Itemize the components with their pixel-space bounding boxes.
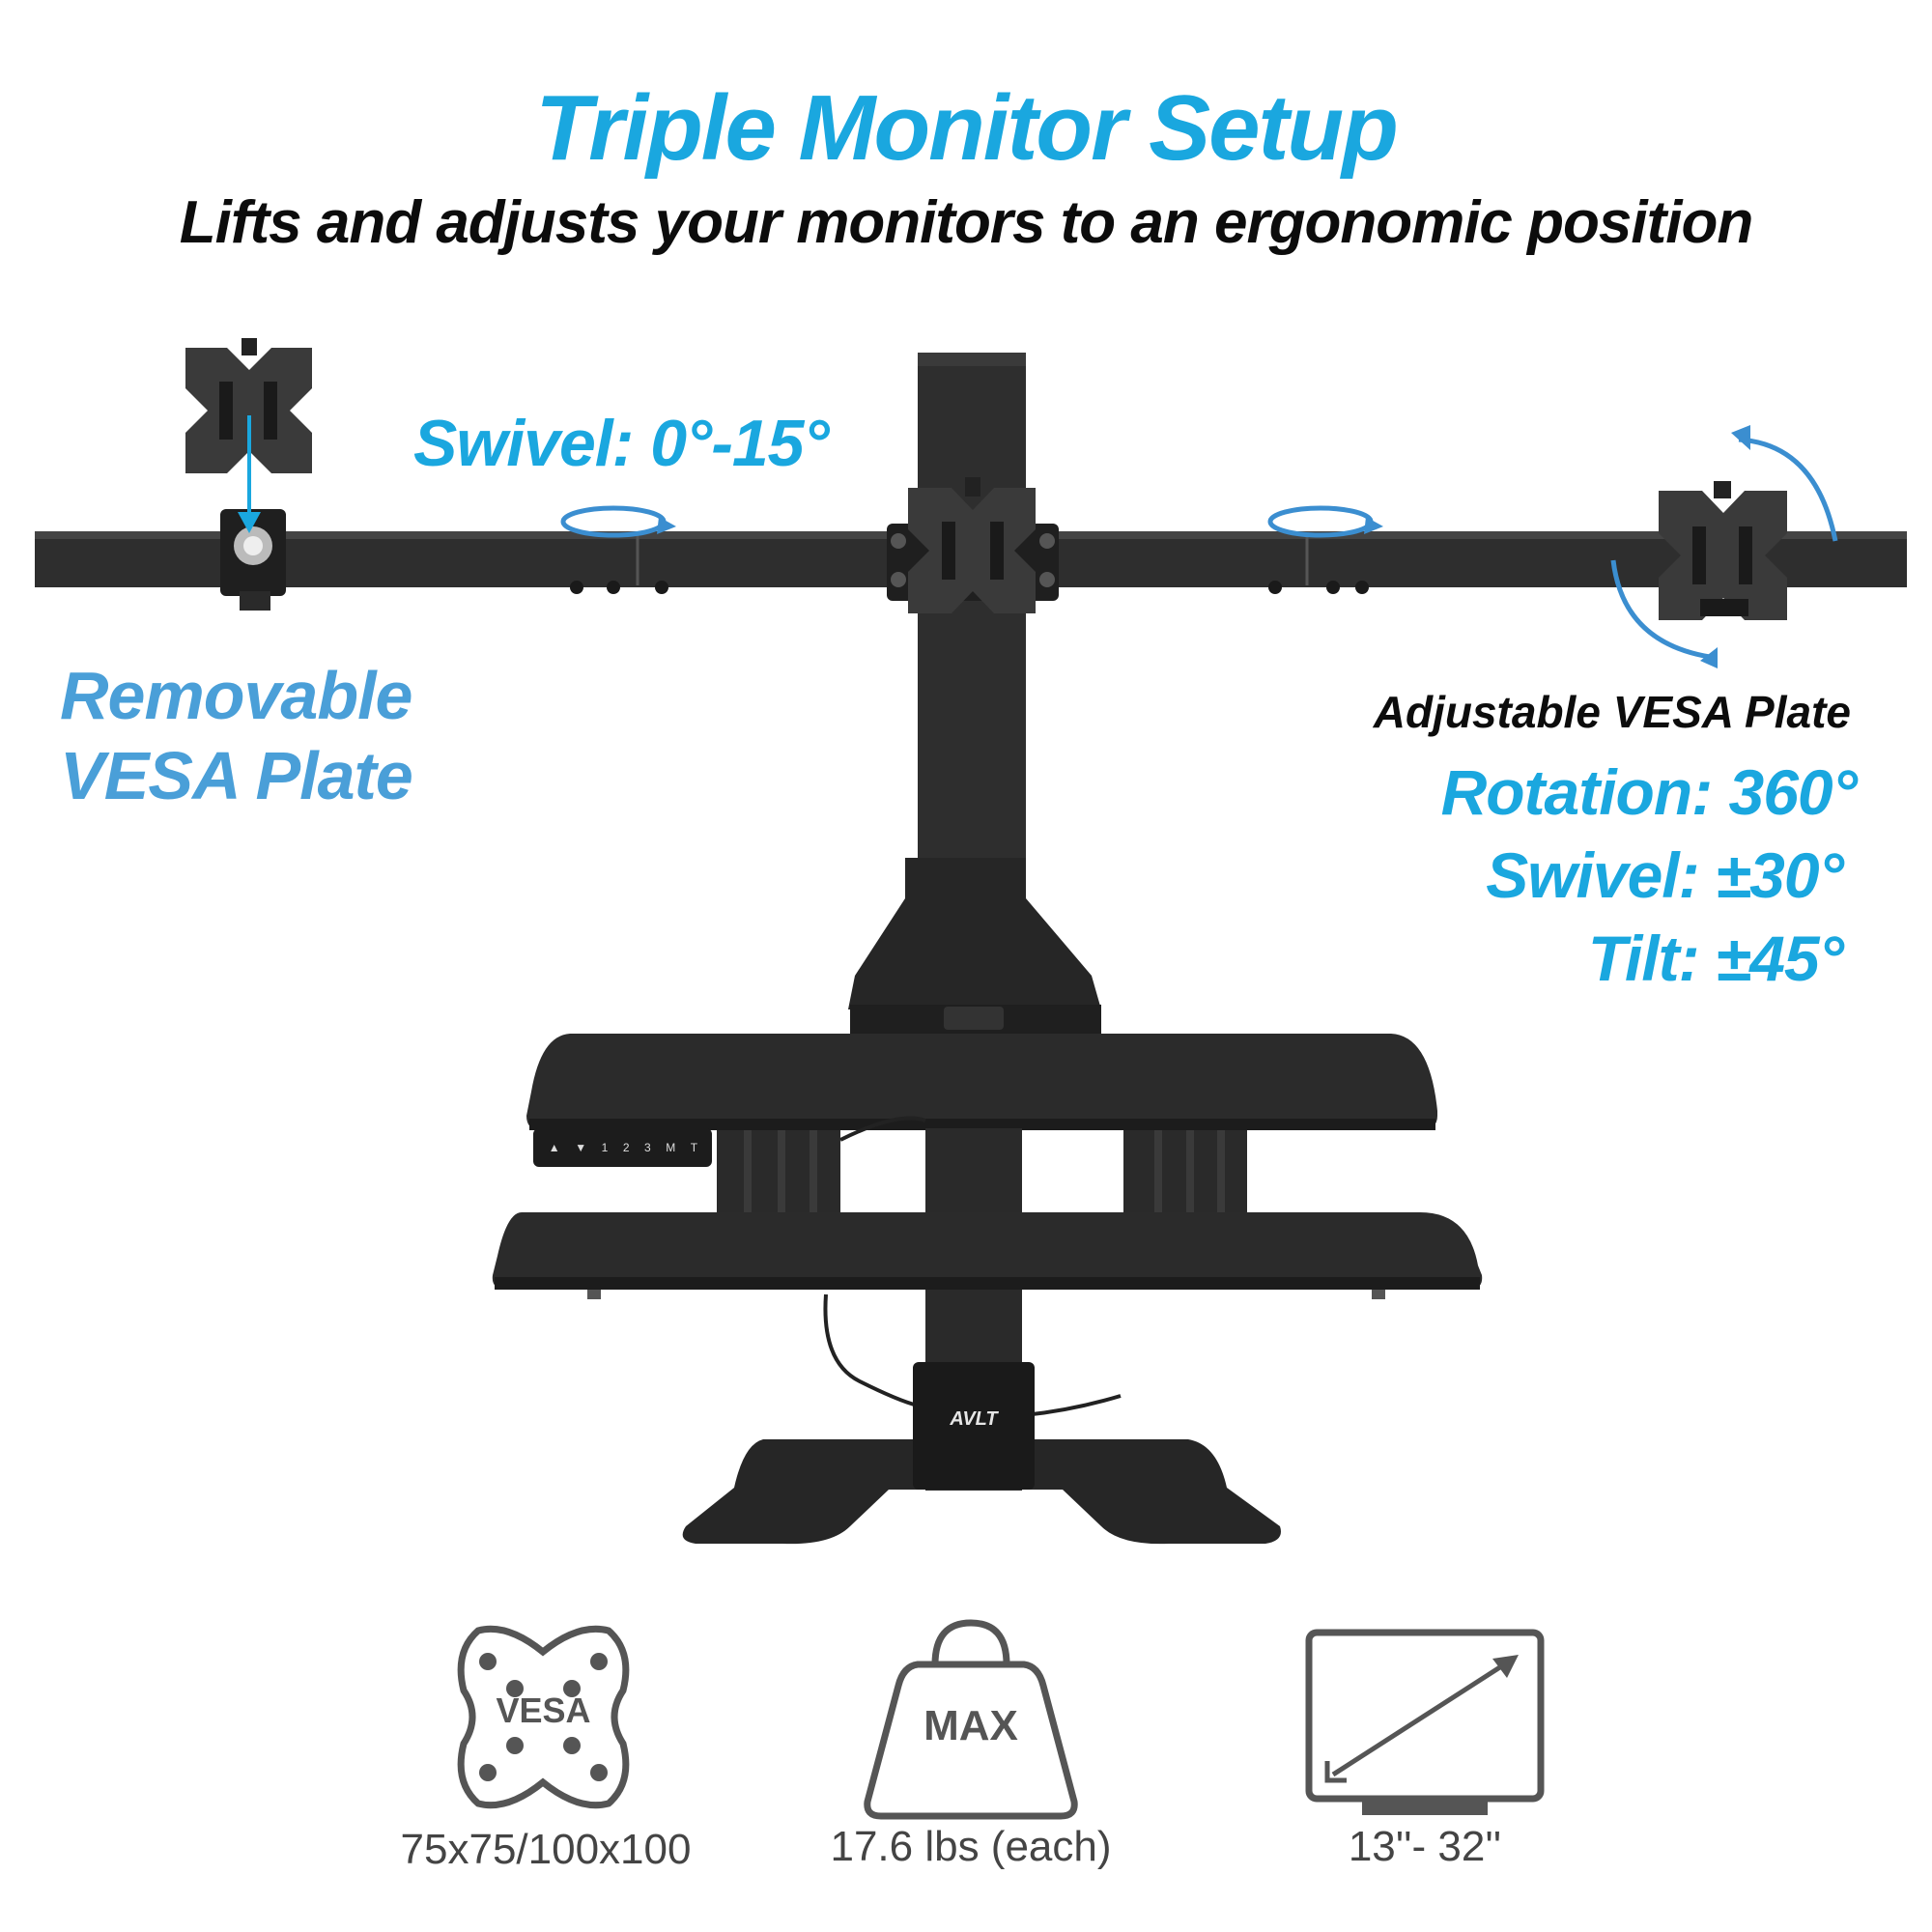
arm-swivel-label: Swivel: 0°-15° (413, 407, 830, 480)
keypad-memory-button[interactable]: M (666, 1141, 676, 1154)
weight-icon-text: MAX (923, 1702, 1018, 1749)
rotation-label: Rotation: 360° (1440, 756, 1858, 828)
swivel-label: Swivel: ±30° (1486, 839, 1844, 911)
keypad-down-button[interactable]: ▼ (575, 1141, 587, 1154)
left-clamp (220, 509, 286, 611)
vesa-icon-text: VESA (496, 1690, 591, 1730)
keyboard-tray (492, 1212, 1483, 1290)
base (682, 1439, 1281, 1545)
keypad-preset-3-button[interactable]: 3 (644, 1141, 651, 1154)
removable-vesa-plate (185, 338, 312, 473)
keypad-preset-2-button[interactable]: 2 (622, 1141, 630, 1154)
keypad-button-row: ▲ ▼ 1 2 3 M T (541, 1136, 705, 1159)
vesa-icon (457, 1625, 630, 1809)
keypad-timer-button[interactable]: T (690, 1141, 698, 1154)
screen-size-icon (1305, 1629, 1545, 1815)
page-title: Triple Monitor Setup (535, 76, 1399, 180)
top-work-surface (526, 1034, 1437, 1130)
keypad-preset-1-button[interactable]: 1 (601, 1141, 609, 1154)
weight-spec-label: 17.6 lbs (each) (830, 1823, 1112, 1870)
control-keypad (533, 1128, 712, 1167)
column-clamp (848, 858, 1101, 1009)
adjustable-plate-heading: Adjustable VESA Plate (1373, 687, 1851, 737)
brand-logo: AVLT (950, 1408, 998, 1430)
removable-plate-label-line1: Removable (60, 658, 412, 733)
page-subtitle: Lifts and adjusts your monitors to an er… (179, 189, 1753, 256)
tilt-label: Tilt: ±45° (1587, 923, 1844, 994)
motor-housing (913, 1362, 1035, 1490)
center-vesa-plate (908, 477, 1036, 613)
keypad-up-button[interactable]: ▲ (548, 1141, 560, 1154)
right-vesa-plate (1659, 481, 1787, 620)
screen-size-spec-label: 13''- 32'' (1348, 1823, 1502, 1870)
weight-icon (864, 1619, 1078, 1820)
vesa-spec-label: 75x75/100x100 (400, 1826, 692, 1873)
removable-plate-label-line2: VESA Plate (60, 738, 413, 813)
